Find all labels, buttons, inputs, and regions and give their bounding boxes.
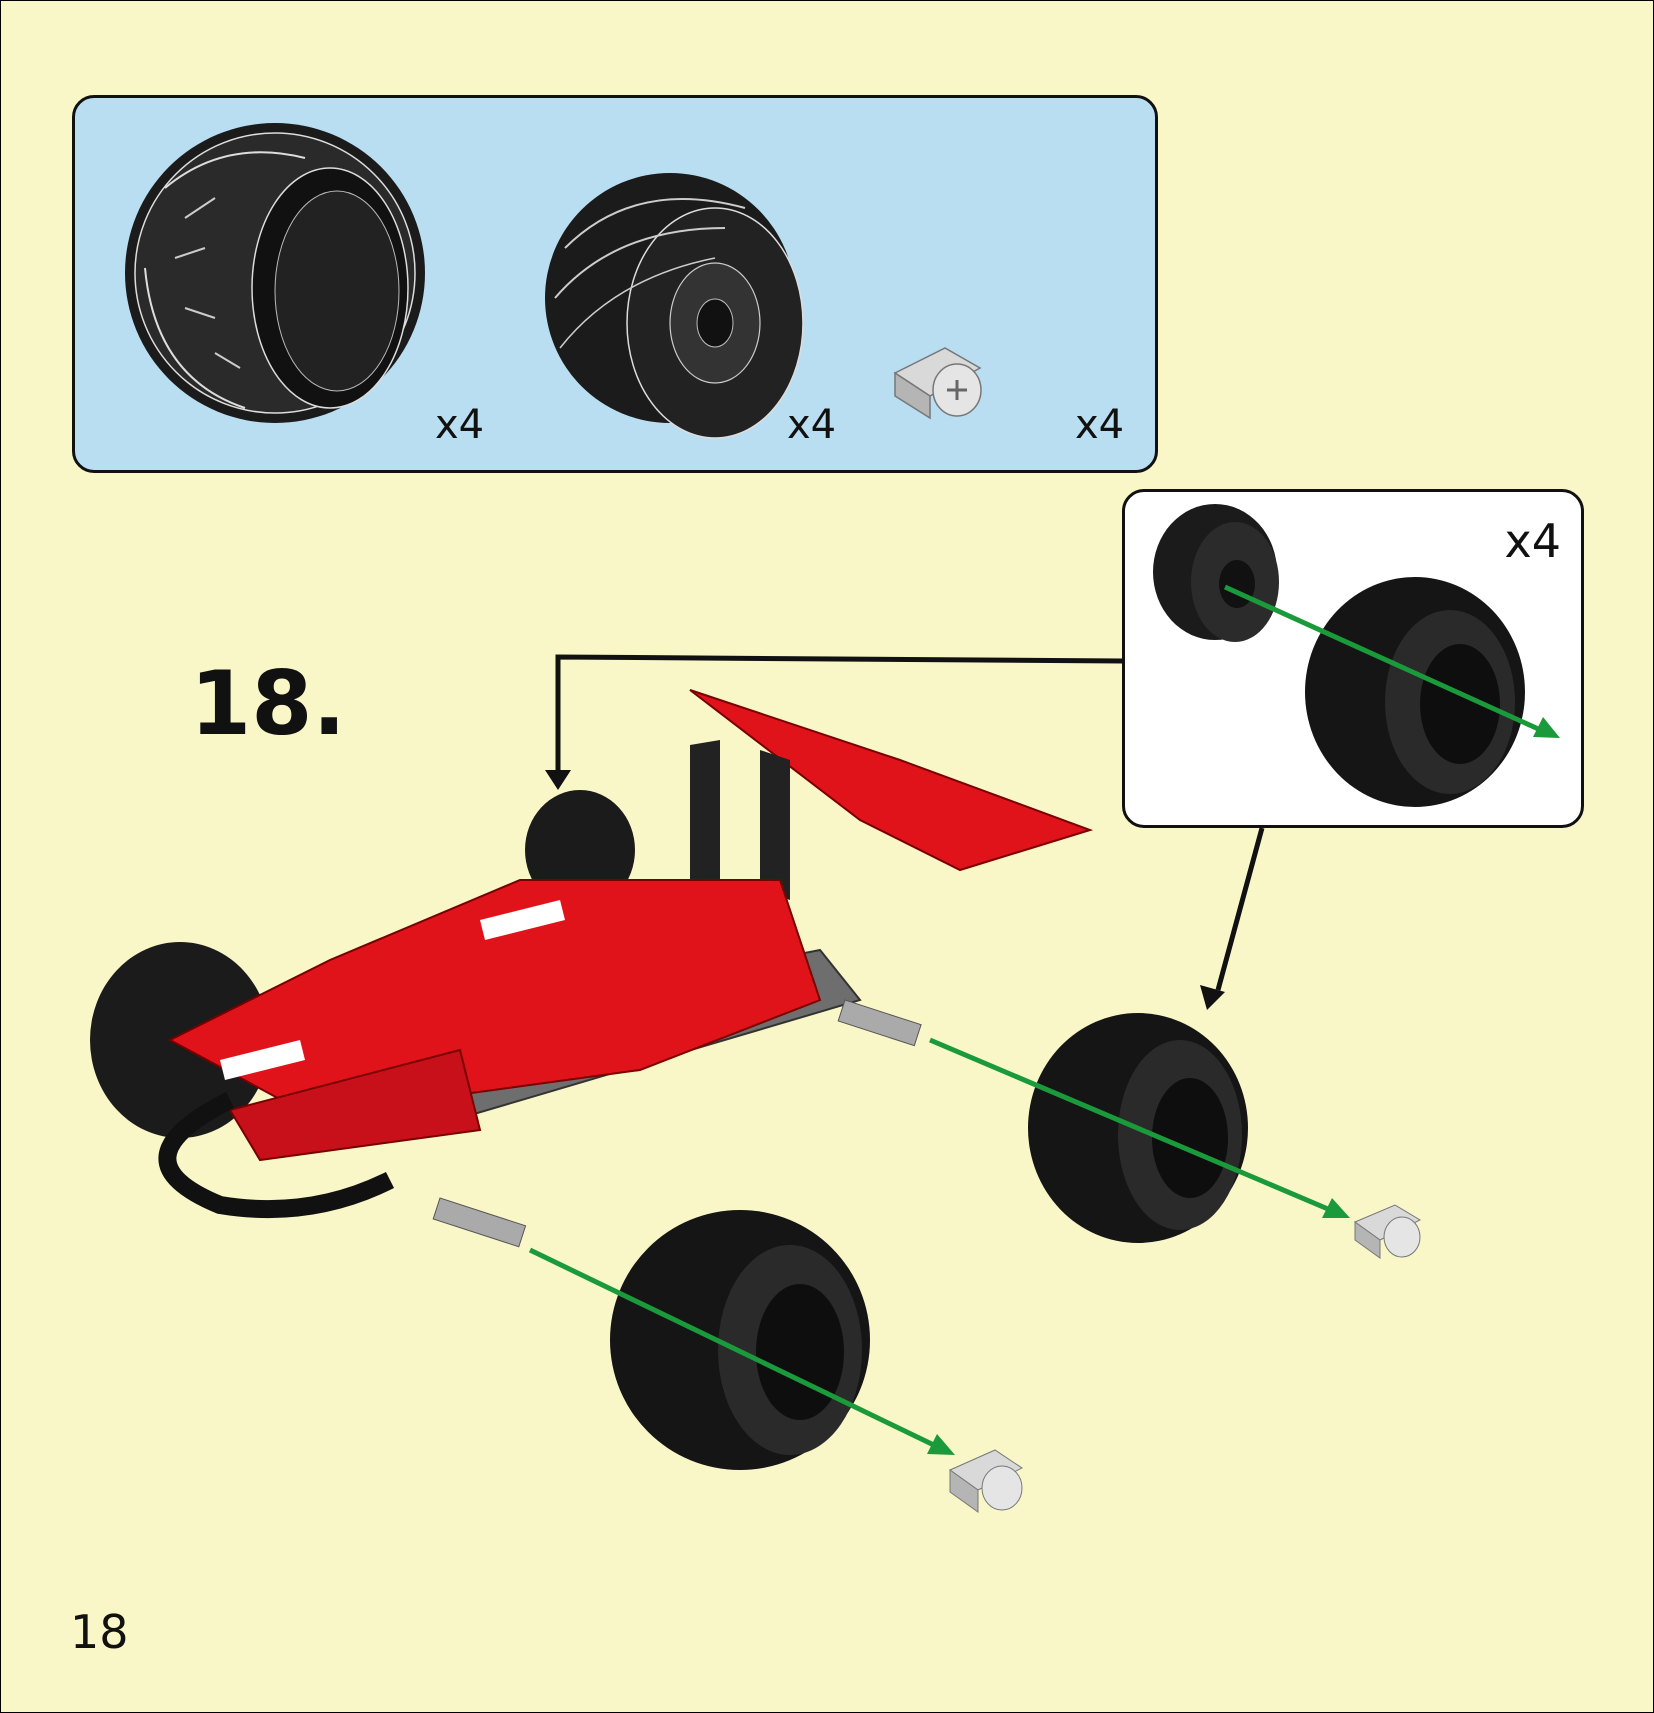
arrow-head-left-icon [545, 770, 571, 790]
sub-assembly-illustration [1153, 504, 1560, 807]
callout-rim-icon [1153, 504, 1279, 642]
tire-quantity: x4 [435, 402, 484, 448]
sub-assembly-callout: x4 [1122, 489, 1584, 828]
wheel-rim-part-icon [545, 173, 804, 439]
bush-bottom-icon [948, 1449, 1023, 1513]
step-number: 18. [190, 652, 346, 755]
car-body-icon [167, 689, 1094, 1162]
axles-icon [432, 999, 922, 1248]
sub-assembly-quantity: x4 [1504, 514, 1562, 568]
arrow-head-right-icon [1200, 985, 1225, 1010]
assembly-arrows [528, 1037, 1350, 1455]
axle-bush-part-icon [893, 347, 982, 420]
callout-assembly-arrow [1223, 584, 1560, 738]
parts-list-illustrations: x4 x4 x4 [125, 123, 1124, 448]
page-number: 18 [70, 1605, 129, 1659]
bush-quantity: x4 [1075, 402, 1124, 448]
tire-part-icon [125, 123, 425, 423]
callout-pointer-arrows [555, 654, 1265, 991]
bush-right-icon [1353, 1204, 1422, 1259]
rim-quantity: x4 [787, 402, 836, 448]
parts-list-panel: x4 x4 x4 [72, 95, 1158, 473]
roll-bar-icon [158, 1091, 395, 1219]
callout-tire-icon [1305, 577, 1525, 807]
bottom-wheel-icon [610, 1210, 870, 1470]
